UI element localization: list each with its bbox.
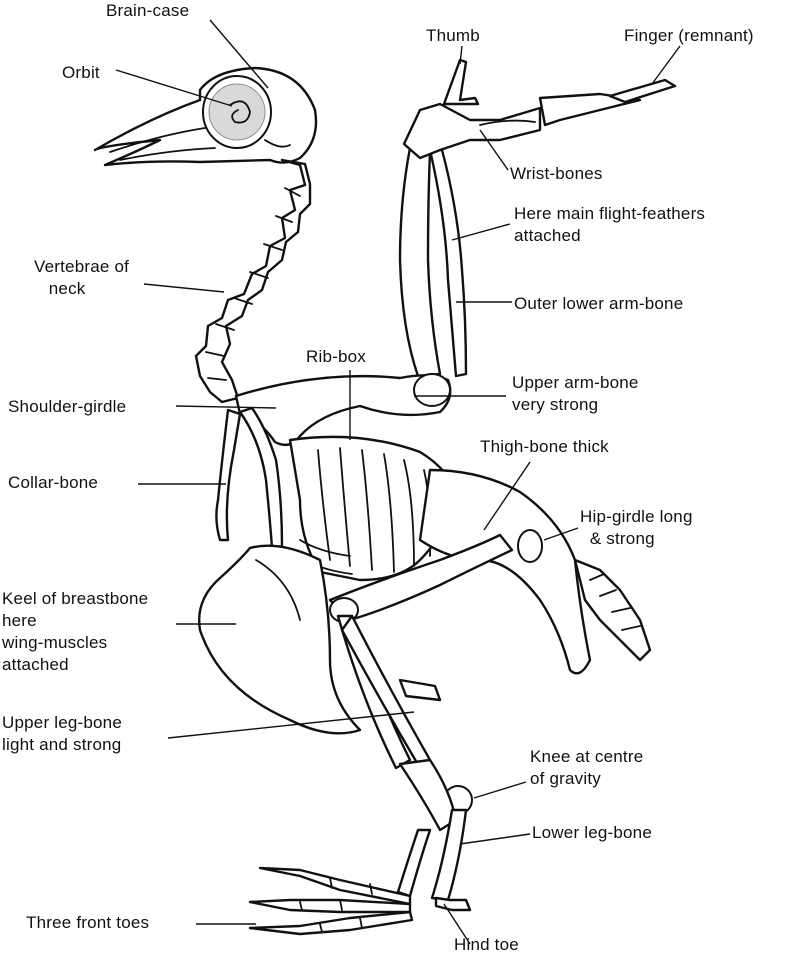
- label-lower-leg: Lower leg-bone: [532, 823, 652, 842]
- skull: [93, 66, 318, 167]
- lower-leg-bone: [396, 758, 473, 902]
- upper-leg-bone: [336, 614, 442, 770]
- label-outer-arm: Outer lower arm-bone: [514, 294, 684, 313]
- label-rib-box: Rib-box: [306, 347, 366, 366]
- label-wrist-bones: Wrist-bones: [510, 164, 603, 183]
- label-brain-case: Brain-case: [106, 1, 190, 20]
- label-hip-girdle: Hip-girdle long & strong: [580, 507, 693, 548]
- toes: [248, 866, 472, 936]
- leader-lines: [115, 19, 681, 945]
- keel-breastbone: [198, 544, 362, 735]
- label-front-toes: Three front toes: [26, 913, 150, 932]
- label-finger: Finger (remnant): [624, 26, 754, 45]
- neck-vertebrae: [194, 158, 312, 404]
- label-thumb: Thumb: [426, 26, 480, 45]
- label-thigh-bone: Thigh-bone thick: [480, 437, 609, 456]
- label-knee: Knee at centre of gravity: [530, 747, 644, 788]
- label-upper-arm: Upper arm-bone very strong: [512, 373, 639, 414]
- label-hind-toe: Hind toe: [454, 935, 519, 954]
- label-orbit: Orbit: [62, 63, 100, 82]
- label-keel: Keel of breastbone here wing-muscles att…: [2, 589, 149, 674]
- label-vertebrae: Vertebrae of neck: [34, 257, 130, 298]
- label-collar-bone: Collar-bone: [8, 473, 99, 492]
- label-flight-feathers: Here main flight-feathers attached: [514, 204, 706, 245]
- label-shoulder-girdle: Shoulder-girdle: [8, 397, 127, 416]
- wing-bones: [234, 58, 677, 447]
- label-upper-leg: Upper leg-bone light and strong: [2, 713, 122, 754]
